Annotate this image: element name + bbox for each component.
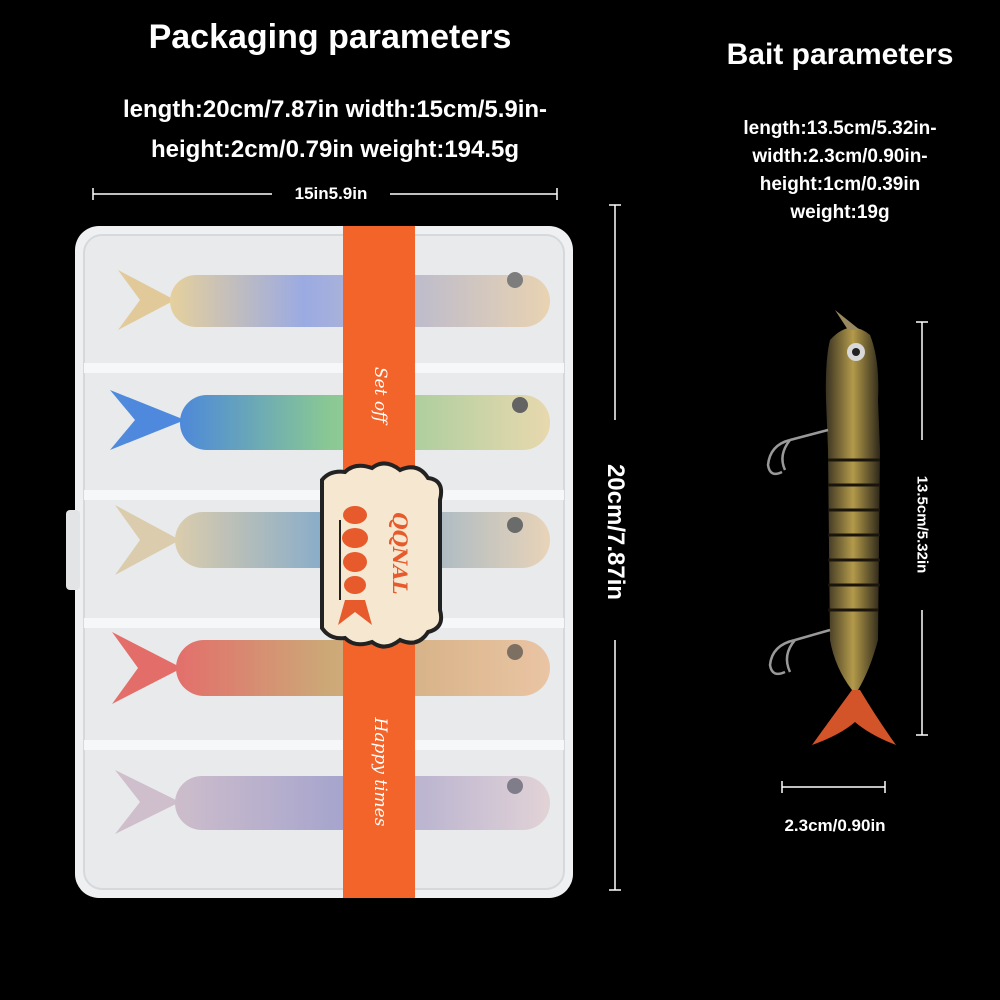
- packaging-title: Packaging parameters: [148, 18, 512, 56]
- bait-spec-line-3: height:1cm/0.39in: [759, 174, 921, 195]
- packaging-height-dimension: [609, 204, 621, 891]
- packaging-width-dimension: [92, 188, 558, 200]
- boxed-lure-1: [118, 270, 550, 330]
- bait-spec-line-1: length:13.5cm/5.32in-: [743, 118, 937, 139]
- band-bottom-text: Happy times: [370, 717, 390, 827]
- packaging-spec-line-1: length:20cm/7.87in width:15cm/5.9in-: [122, 96, 548, 123]
- bait-length-dimension: [916, 321, 928, 736]
- packaging-spec-line-2: height:2cm/0.79in weight:194.5g: [150, 136, 520, 163]
- bait-width-label: 2.3cm/0.90in: [784, 816, 886, 835]
- bait-spec-line-4: weight:19g: [790, 202, 890, 223]
- brand-name: QQNAL: [388, 512, 412, 595]
- bait-width-dimension: [781, 781, 886, 793]
- packaging-width-label: 15in5.9in: [294, 184, 368, 203]
- packaging-height-label: 20cm/7.87in: [602, 463, 629, 601]
- bait-spec-line-2: width:2.3cm/0.90in-: [752, 146, 928, 167]
- bait-lure: [766, 310, 896, 745]
- brand-logo: [320, 461, 444, 649]
- bait-title: Bait parameters: [726, 38, 954, 71]
- bait-length-label: 13.5cm/5.32in: [913, 475, 931, 574]
- band-top-text: Set off: [370, 366, 390, 424]
